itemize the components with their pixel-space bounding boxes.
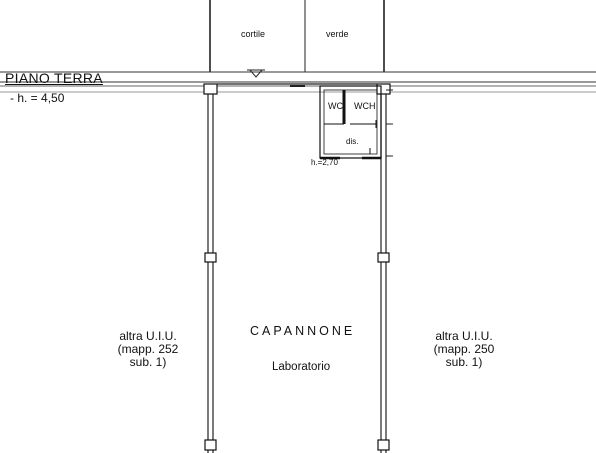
main-room-title: CAPANNONE (250, 324, 356, 338)
building-top-wall (217, 83, 377, 87)
main-wall-left (207, 84, 214, 453)
neighbor-left-line-2: (mapp. 252 (117, 342, 179, 356)
neighbor-right-line-2: (mapp. 250 (433, 342, 495, 356)
neighbor-left-line-3: sub. 1) (129, 355, 167, 369)
main-wall-right (380, 84, 387, 453)
room-wc-label: WC (328, 101, 343, 111)
floor-title: PIANO TERRA (5, 70, 103, 86)
level-marker-icon (247, 69, 265, 78)
service-block-walls (319, 85, 382, 160)
neighbor-right-line-3: sub. 1) (445, 355, 483, 369)
service-height-label: h.=2,70 (311, 158, 338, 167)
neighbor-right-line-1: altra U.I.U. (435, 329, 493, 343)
courtyard-left-label: cortile (241, 29, 266, 39)
room-wch-label: WCH (354, 101, 376, 111)
neighbor-left-label: altra U.I.U. (mapp. 252 sub. 1) (108, 330, 188, 369)
room-dis-label: dis. (346, 137, 359, 146)
neighbor-right-label: altra U.I.U. (mapp. 250 sub. 1) (424, 330, 504, 369)
neighbor-left-line-1: altra U.I.U. (119, 329, 177, 343)
main-room-subtitle: Laboratorio (272, 361, 331, 373)
courtyard-right-label: verde (326, 29, 349, 39)
floor-height: - h. = 4,50 (10, 91, 65, 105)
courtyard-walls (209, 0, 385, 72)
structural-columns (203, 83, 391, 451)
wall-ticks (386, 89, 393, 157)
